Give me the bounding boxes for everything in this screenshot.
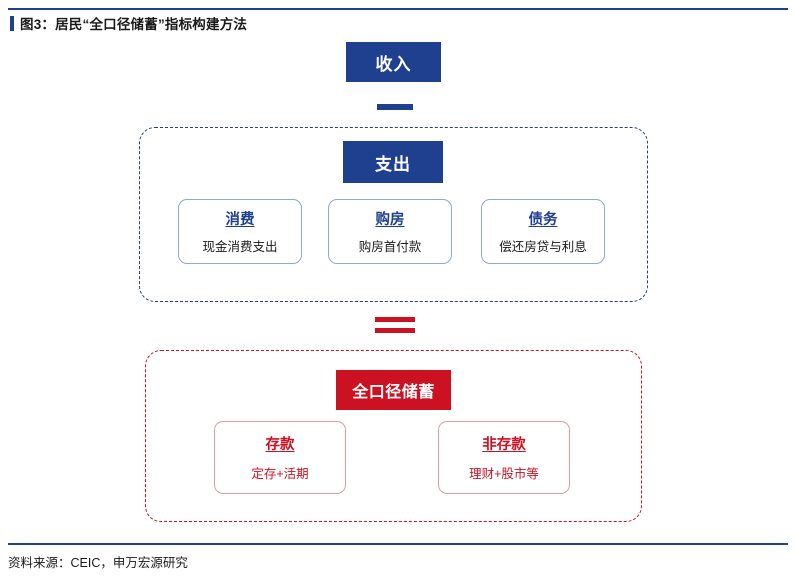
node-income: 收入 — [346, 42, 441, 82]
node-income-label: 收入 — [375, 54, 412, 74]
figure-title: 图3：居民“全口径储蓄”指标构建方法 — [20, 17, 248, 32]
card-consumption-title: 消费 — [225, 212, 255, 228]
card-non-deposit-detail: 理财+股市等 — [469, 467, 539, 481]
card-housing: 购房 购房首付款 — [328, 199, 452, 264]
header-accent-bar — [10, 16, 14, 31]
operator-equals-icon — [375, 317, 415, 333]
card-debt-detail: 偿还房贷与利息 — [499, 240, 587, 254]
card-consumption-detail: 现金消费支出 — [202, 240, 278, 254]
node-total-savings-label: 全口径储蓄 — [352, 384, 435, 401]
diagram-canvas: 收入 支出 消费 现金消费支出 购房 购房首付款 债务 偿还房贷与利息 — [0, 34, 796, 539]
card-deposit-title: 存款 — [265, 437, 295, 453]
figure-header: 图3：居民“全口径储蓄”指标构建方法 — [8, 8, 788, 36]
card-deposit: 存款 定存+活期 — [214, 421, 346, 494]
card-non-deposit: 非存款 理财+股市等 — [438, 421, 570, 494]
source-note: 资料来源：CEIC，申万宏源研究 — [8, 556, 188, 570]
group-expenditure — [139, 127, 648, 302]
card-debt: 债务 偿还房贷与利息 — [481, 199, 605, 264]
card-housing-detail: 购房首付款 — [358, 240, 422, 254]
node-total-savings: 全口径储蓄 — [336, 370, 451, 410]
card-debt-title: 债务 — [528, 212, 558, 228]
figure-footer: 资料来源：CEIC，申万宏源研究 — [8, 543, 788, 571]
node-expenditure: 支出 — [343, 141, 443, 183]
card-deposit-detail: 定存+活期 — [251, 467, 309, 481]
card-housing-title: 购房 — [375, 212, 405, 228]
card-non-deposit-title: 非存款 — [482, 437, 526, 453]
node-expenditure-label: 支出 — [375, 154, 411, 174]
operator-minus-icon — [377, 104, 413, 110]
card-consumption: 消费 现金消费支出 — [178, 199, 302, 264]
group-savings — [145, 350, 642, 522]
